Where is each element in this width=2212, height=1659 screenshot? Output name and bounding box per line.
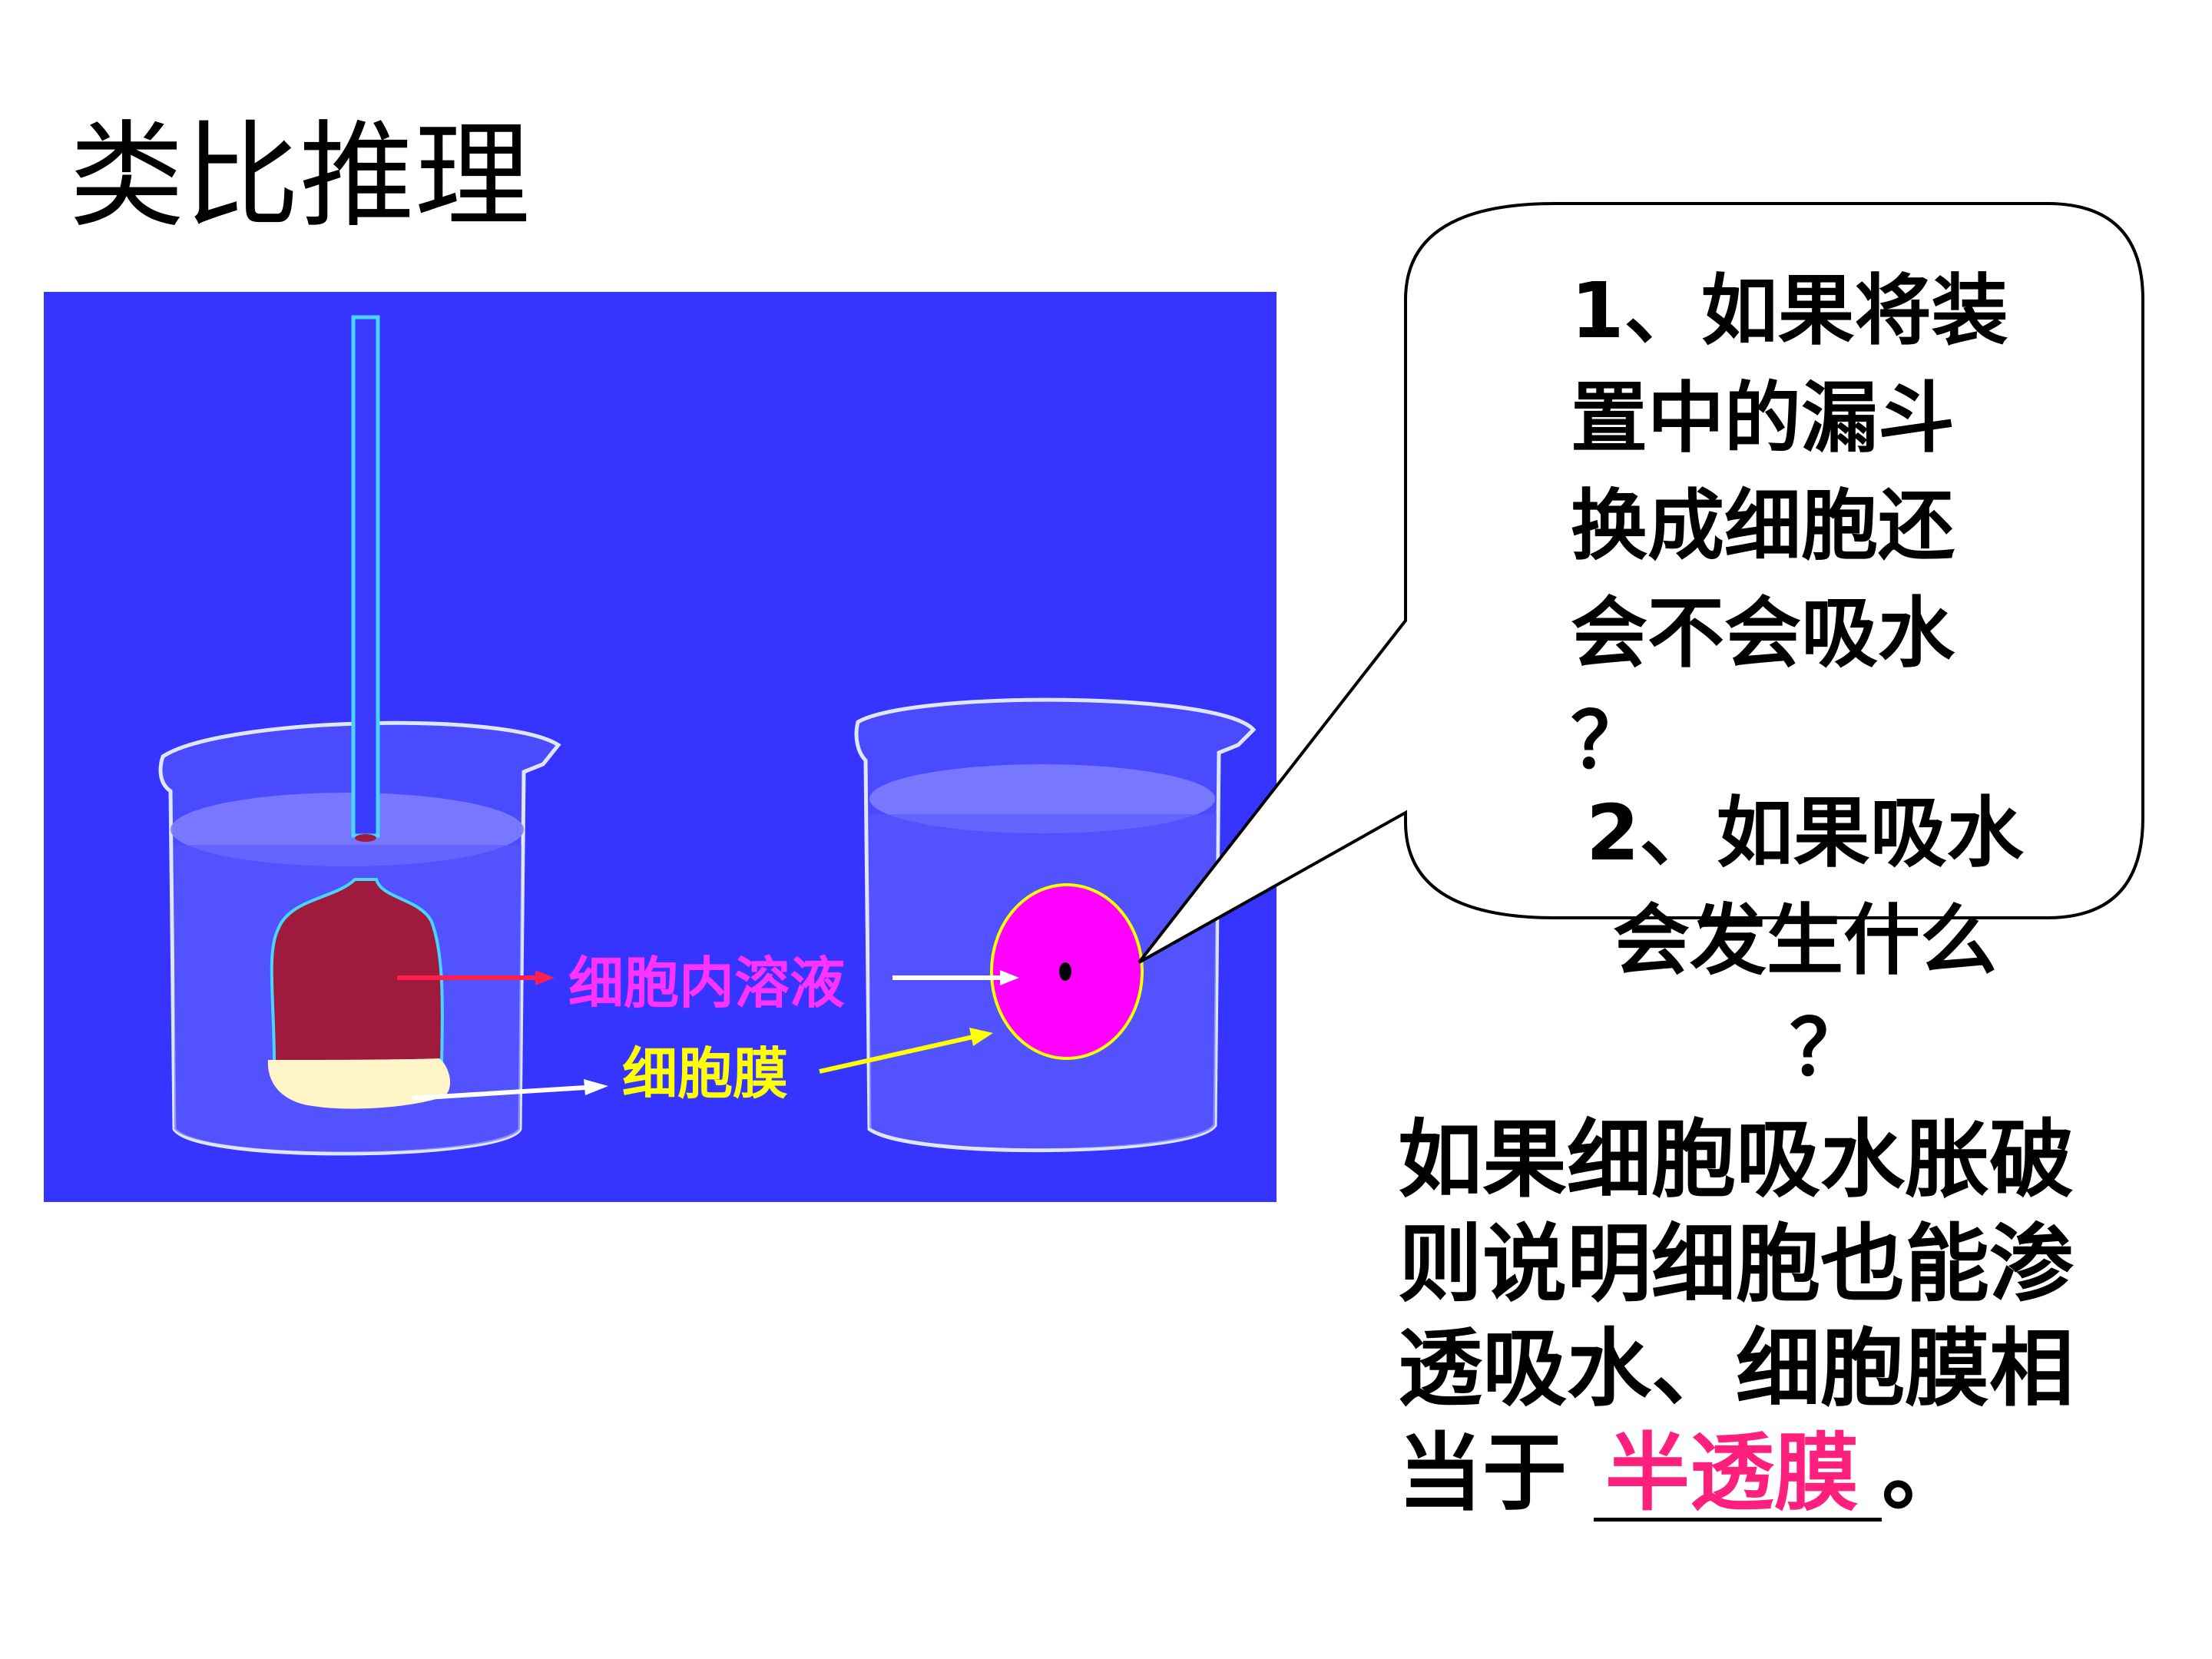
funnel-membrane [267,1058,451,1109]
question-1: 1、如果将装 置中的漏斗 换成细胞还 会不会吸水 ？ [1571,257,2008,795]
label-inner-solution: 细胞内溶液 [568,951,846,1015]
arrow-inner-solution-right [892,970,1019,985]
question-2: 2、如果吸水 会发生什么 ？ [1586,780,2024,1102]
question-1-line: 置中的漏斗 [1571,373,1955,463]
question-1-line: 1、如果将装 [1571,266,2008,356]
arrow-membrane-right [819,1028,993,1074]
cell-nucleus [1059,962,1071,981]
arrow-inner-solution-left [397,970,555,985]
page-title: 类比推理 [69,110,531,243]
arrow-membrane-left [412,1079,608,1101]
answer-line: 如果细胞吸水胀破 [1398,1111,2074,1209]
question-1-line: 会不会吸水 [1571,588,1955,678]
answer-blank: 半透膜 [1594,1431,1882,1522]
question-1-line: 换成细胞还 [1571,481,1955,571]
answer-line: 透吸水、细胞膜相 [1398,1320,2074,1418]
answer-suffix: 。 [1882,1424,1966,1522]
question-1-line: ？ [1571,696,1647,786]
answer-blank-text: 半透膜 [1605,1424,1859,1522]
question-2-line: 2、如果吸水 [1586,788,2024,878]
answer-line-last: 当于半透膜。 [1398,1431,2074,1535]
osmosis-diagram [44,292,1277,1202]
answer-blank-underline [1594,1518,1882,1522]
question-2-line: 会发生什么 [1613,896,1997,985]
label-membrane: 细胞膜 [622,1041,789,1106]
tube-liquid-level [355,834,376,842]
answer-line: 则说明细胞也能渗 [1398,1215,2074,1313]
answer-prefix: 当于 [1398,1424,1567,1522]
question-2-line: ？ [1790,1003,1866,1093]
answer-paragraph: 如果细胞吸水胀破 则说明细胞也能渗 透吸水、细胞膜相 当于半透膜。 [1398,1118,2074,1535]
